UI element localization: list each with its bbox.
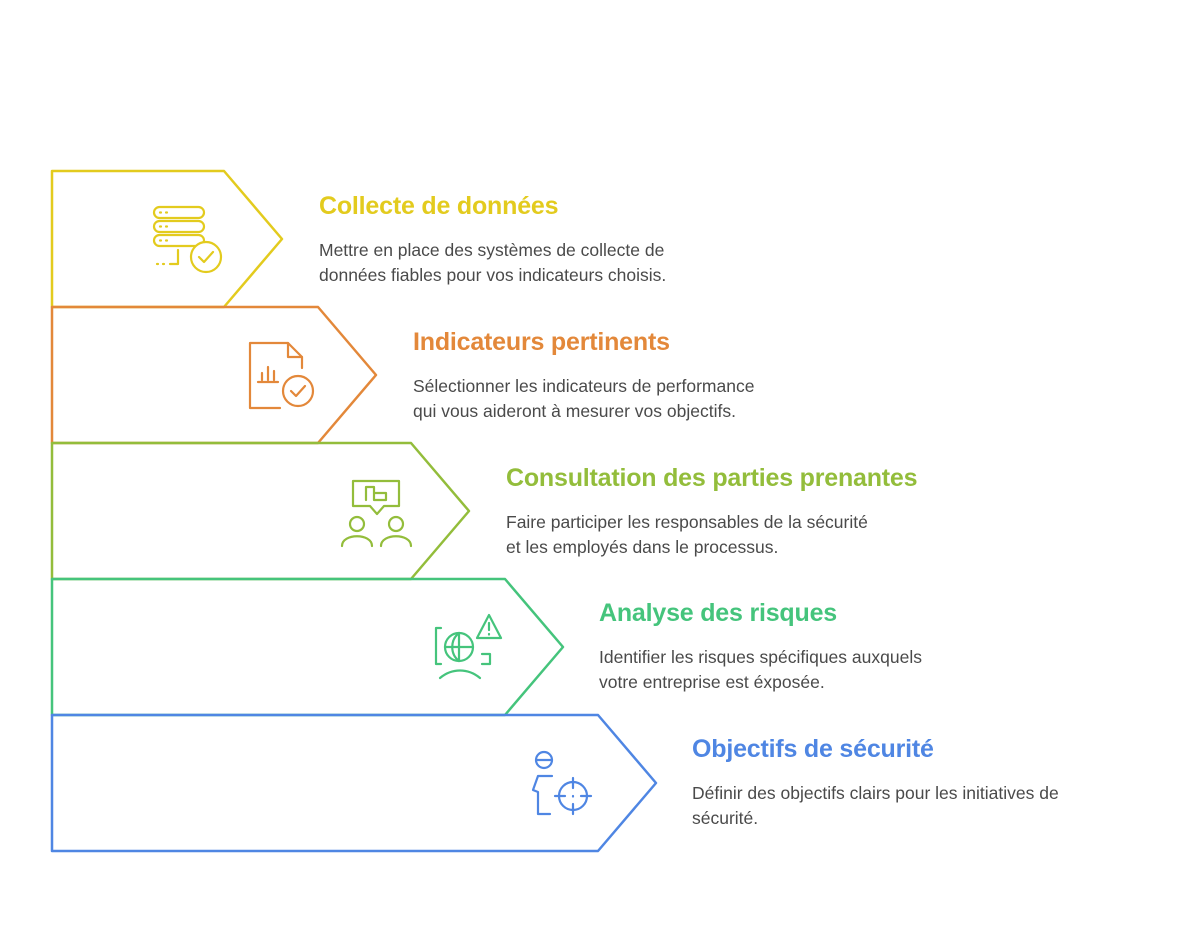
step-description: Faire participer les responsables de la … xyxy=(506,512,868,557)
step-description: Identifier les risques spécifiques auxqu… xyxy=(599,647,922,692)
step-title: Indicateurs pertinents xyxy=(413,328,670,356)
step-consultation: Consultation des parties prenantes Faire… xyxy=(506,463,976,560)
step-title: Consultation des parties prenantes xyxy=(506,464,918,492)
step-objectifs: Objectifs de sécurité Définir des object… xyxy=(692,734,1162,831)
step-description: Mettre en place des systèmes de collecte… xyxy=(319,240,667,285)
step-title: Analyse des risques xyxy=(599,599,837,627)
step-2-chevron xyxy=(50,305,378,445)
step-indicateurs: Indicateurs pertinents Sélectionner les … xyxy=(413,327,883,424)
step-4-chevron xyxy=(50,577,565,717)
step-analyse: Analyse des risques Identifier les risqu… xyxy=(599,598,1069,695)
database-check-icon xyxy=(152,205,223,274)
people-discussion-icon xyxy=(340,479,413,548)
step-title: Objectifs de sécurité xyxy=(692,735,934,763)
chart-document-check-icon xyxy=(248,341,315,410)
person-target-icon xyxy=(531,750,593,816)
step-1-chevron xyxy=(50,169,284,309)
step-title: Collecte de données xyxy=(319,192,559,220)
globe-warning-icon xyxy=(434,613,503,680)
step-description: Définir des objectifs clairs pour les in… xyxy=(692,783,1059,828)
step-description: Sélectionner les indicateurs de performa… xyxy=(413,376,755,421)
step-collecte: Collecte de données Mettre en place des … xyxy=(319,191,789,288)
step-5-chevron xyxy=(50,713,658,853)
step-3-chevron xyxy=(50,441,471,581)
